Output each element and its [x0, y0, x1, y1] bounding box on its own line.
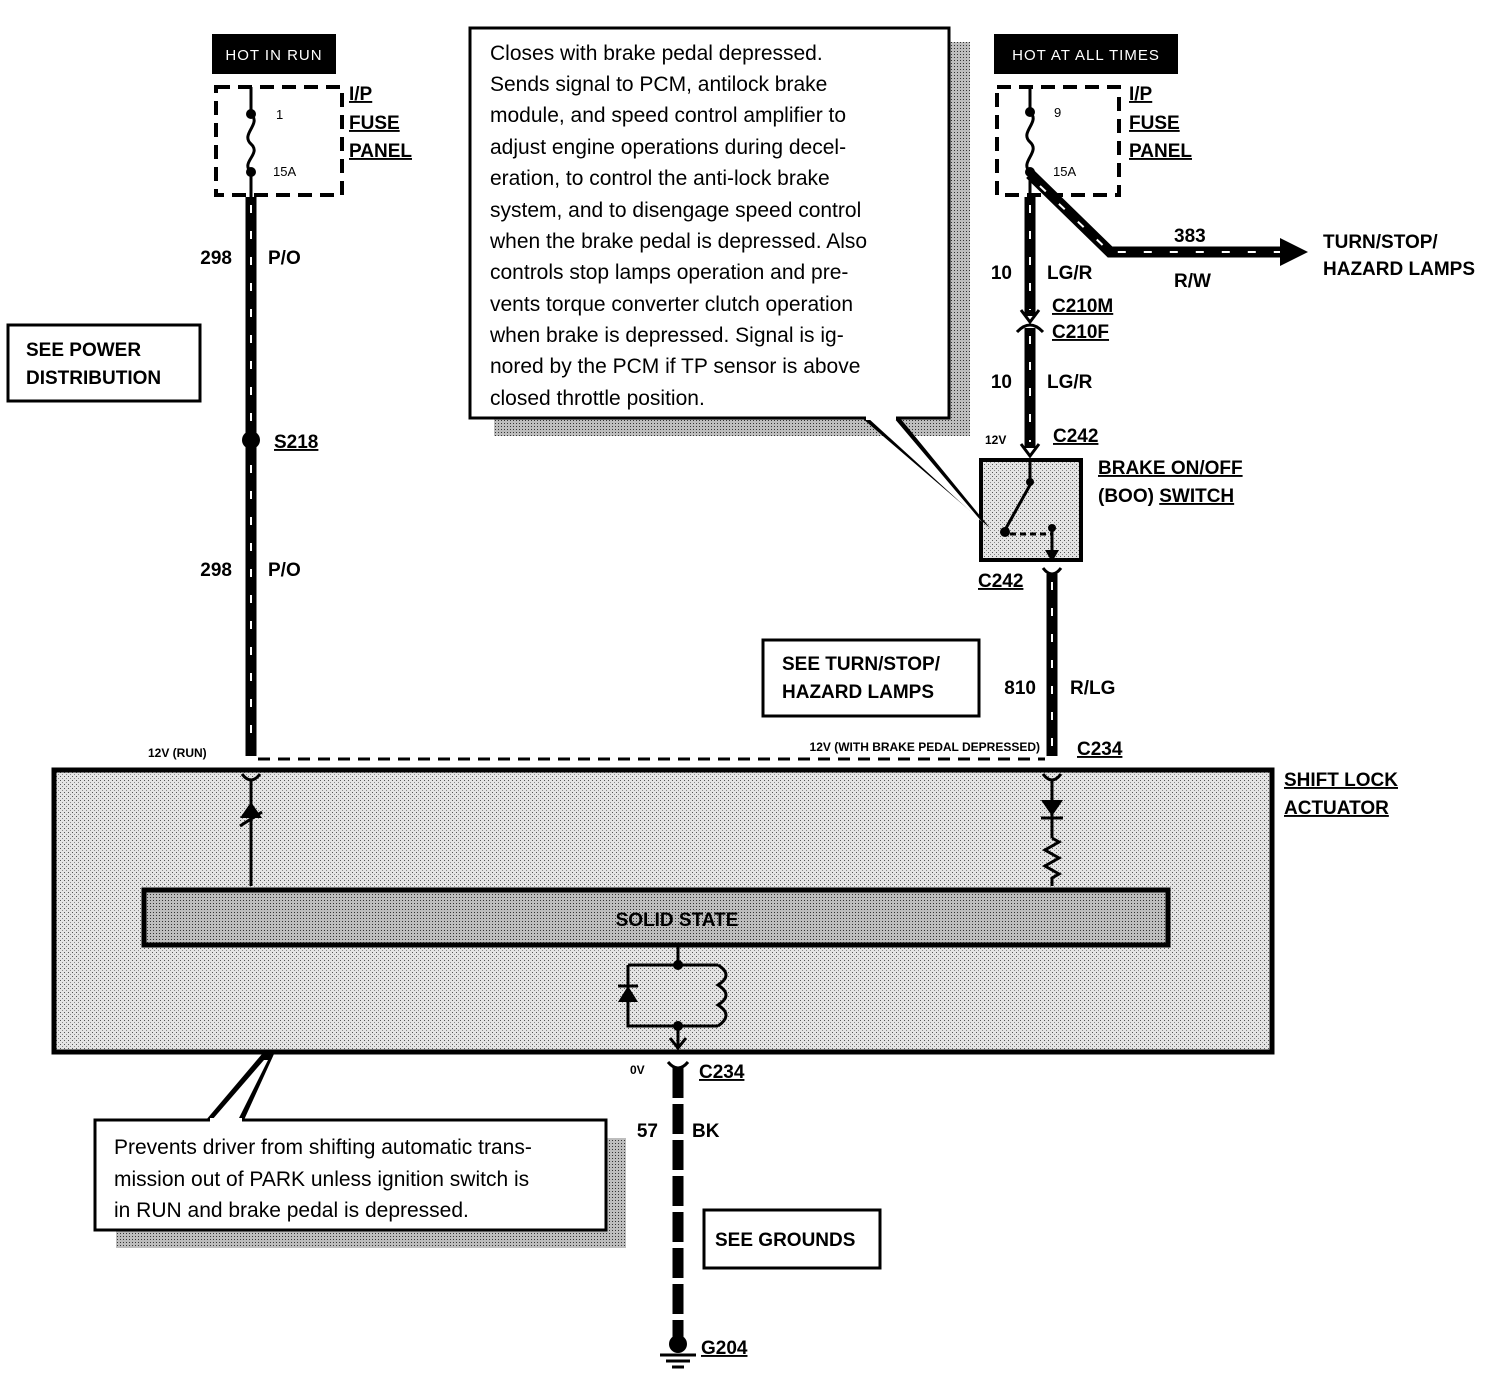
hot-in-run-tag [212, 34, 336, 74]
turn-lamps-label-2: HAZARD LAMPS [1323, 259, 1475, 280]
ref-turn-stop-line2: HAZARD LAMPS [782, 682, 934, 703]
boo-switch-contact-icon [1000, 460, 1059, 562]
wire-383-color: R/W [1174, 271, 1211, 292]
left-panel-label-2: FUSE [349, 113, 400, 134]
right-fuse-icon [1025, 87, 1035, 197]
ref-power-distribution-line1: SEE POWER [26, 340, 141, 361]
left-fuse-rating: 15A [273, 164, 296, 179]
wire-298-bottom-color: P/O [268, 560, 301, 581]
boo-note-line-11: nored by the PCM if TP sensor is above [490, 355, 860, 378]
boo-switch-label-2: (BOO) SWITCH [1098, 486, 1234, 507]
boo-note-line-5: eration, to control the anti-lock brake [490, 167, 830, 190]
ref-turn-stop-line1: SEE TURN/STOP/ [782, 654, 941, 675]
wire-10-bottom-circuit: 10 [991, 372, 1012, 393]
connector-c234-bottom-icon [666, 1060, 690, 1070]
connector-c234-bottom: C234 [699, 1062, 745, 1083]
boo-note-line-8: controls stop lamps operation and pre- [490, 261, 848, 284]
wire-810-circuit: 810 [1004, 678, 1036, 699]
connector-c210-icon [1015, 309, 1045, 334]
wire-298-bottom-circuit: 298 [200, 560, 232, 581]
connector-c242-bottom-icon [1041, 567, 1063, 576]
actuator-note-line-2: mission out of PARK unless ignition swit… [114, 1168, 529, 1191]
hot-at-all-times-label: HOT AT ALL TIMES [1012, 47, 1160, 64]
wire-383-circuit: 383 [1174, 226, 1206, 247]
ground-icon [660, 1335, 696, 1369]
boo-note-line-1: Closes with brake pedal depressed. [490, 42, 823, 65]
ref-power-distribution[interactable] [6, 323, 202, 403]
left-fuse-number: 1 [276, 107, 283, 122]
connector-c242-top-icon [1019, 443, 1041, 459]
wire-810-color: R/LG [1070, 678, 1115, 699]
actuator-left-input-icon [239, 773, 263, 886]
actuator-note-line-3: in RUN and brake pedal is depressed. [114, 1199, 469, 1222]
wire-298-top-circuit: 298 [200, 248, 232, 269]
boo-note-line-12: closed throttle position. [490, 387, 705, 410]
boo-switch-label-link: SWITCH [1159, 486, 1234, 507]
voltage-boo-in: 12V [985, 433, 1006, 447]
connector-c242-top: C242 [1053, 426, 1098, 447]
boo-switch-label-prefix: (BOO) [1098, 486, 1159, 507]
right-fuse-rating: 15A [1053, 164, 1076, 179]
actuator-right-input-icon [1041, 773, 1063, 886]
left-fuse-box [214, 85, 344, 197]
right-panel-label-1: I/P [1129, 84, 1153, 105]
actuator-note-line-1: Prevents driver from shifting automatic … [114, 1136, 532, 1159]
right-fuse-number: 9 [1054, 105, 1061, 120]
right-panel-label-2: FUSE [1129, 113, 1180, 134]
connector-c210m: C210M [1052, 296, 1113, 317]
splice-s218-label: S218 [274, 432, 318, 453]
boo-note-box [468, 26, 951, 420]
left-panel-label-1: I/P [349, 84, 373, 105]
turn-lamps-label-1: TURN/STOP/ [1323, 232, 1438, 253]
splice-s218 [242, 431, 260, 449]
boo-note-line-6: system, and to disengage speed control [490, 199, 861, 222]
ground-g204: G204 [701, 1338, 748, 1359]
solenoid-coil-diode-icon [618, 945, 728, 1051]
connector-c242-bottom: C242 [978, 571, 1023, 592]
boo-note-line-3: module, and speed control amplifier to [490, 104, 846, 127]
left-fuse-icon [246, 87, 256, 197]
ref-grounds[interactable] [702, 1208, 882, 1270]
actuator-label-1: SHIFT LOCK [1284, 770, 1398, 791]
right-panel-label-3: PANEL [1129, 141, 1192, 162]
boo-note-line-2: Sends signal to PCM, antilock brake [490, 73, 827, 96]
solid-state-module [141, 887, 1171, 948]
left-panel-label-3: PANEL [349, 141, 412, 162]
boo-note-line-7: when the brake pedal is depressed. Also [489, 230, 867, 253]
ref-power-distribution-line2: DISTRIBUTION [26, 368, 161, 389]
actuator-note-box [93, 1118, 608, 1232]
wire-57-circuit: 57 [637, 1121, 658, 1142]
hot-in-run-label: HOT IN RUN [225, 47, 322, 64]
wire-10-top-circuit: 10 [991, 263, 1012, 284]
wire-298-top-color: P/O [268, 248, 301, 269]
connector-c234-top: C234 [1077, 739, 1123, 760]
voltage-run: 12V (RUN) [148, 746, 207, 760]
wire-10-top-color: LG/R [1047, 263, 1093, 284]
voltage-ground: 0V [630, 1063, 645, 1077]
boo-note-line-10: when brake is depressed. Signal is ig- [489, 324, 844, 347]
hot-at-all-times-tag [994, 34, 1178, 74]
voltage-brake: 12V (WITH BRAKE PEDAL DEPRESSED) [810, 740, 1040, 754]
solid-state-label: SOLID STATE [616, 910, 739, 931]
ref-turn-stop-hazard[interactable] [761, 638, 981, 718]
wire-57-color: BK [692, 1121, 720, 1142]
boo-switch-label-1: BRAKE ON/OFF [1098, 458, 1243, 479]
boo-note-text: Closes with brake pedal depressed. Sends… [489, 42, 867, 410]
boo-note-pointer [862, 418, 990, 528]
connector-c210f: C210F [1052, 322, 1109, 343]
boo-note-line-4: adjust engine operations during decel- [490, 136, 846, 159]
wire-10-bottom-color: LG/R [1047, 372, 1093, 393]
boo-note-line-9: vents torque converter clutch operation [490, 293, 853, 316]
actuator-label-2: ACTUATOR [1284, 798, 1389, 819]
ref-grounds-label: SEE GROUNDS [715, 1230, 855, 1251]
wire-383 [1026, 170, 1308, 266]
